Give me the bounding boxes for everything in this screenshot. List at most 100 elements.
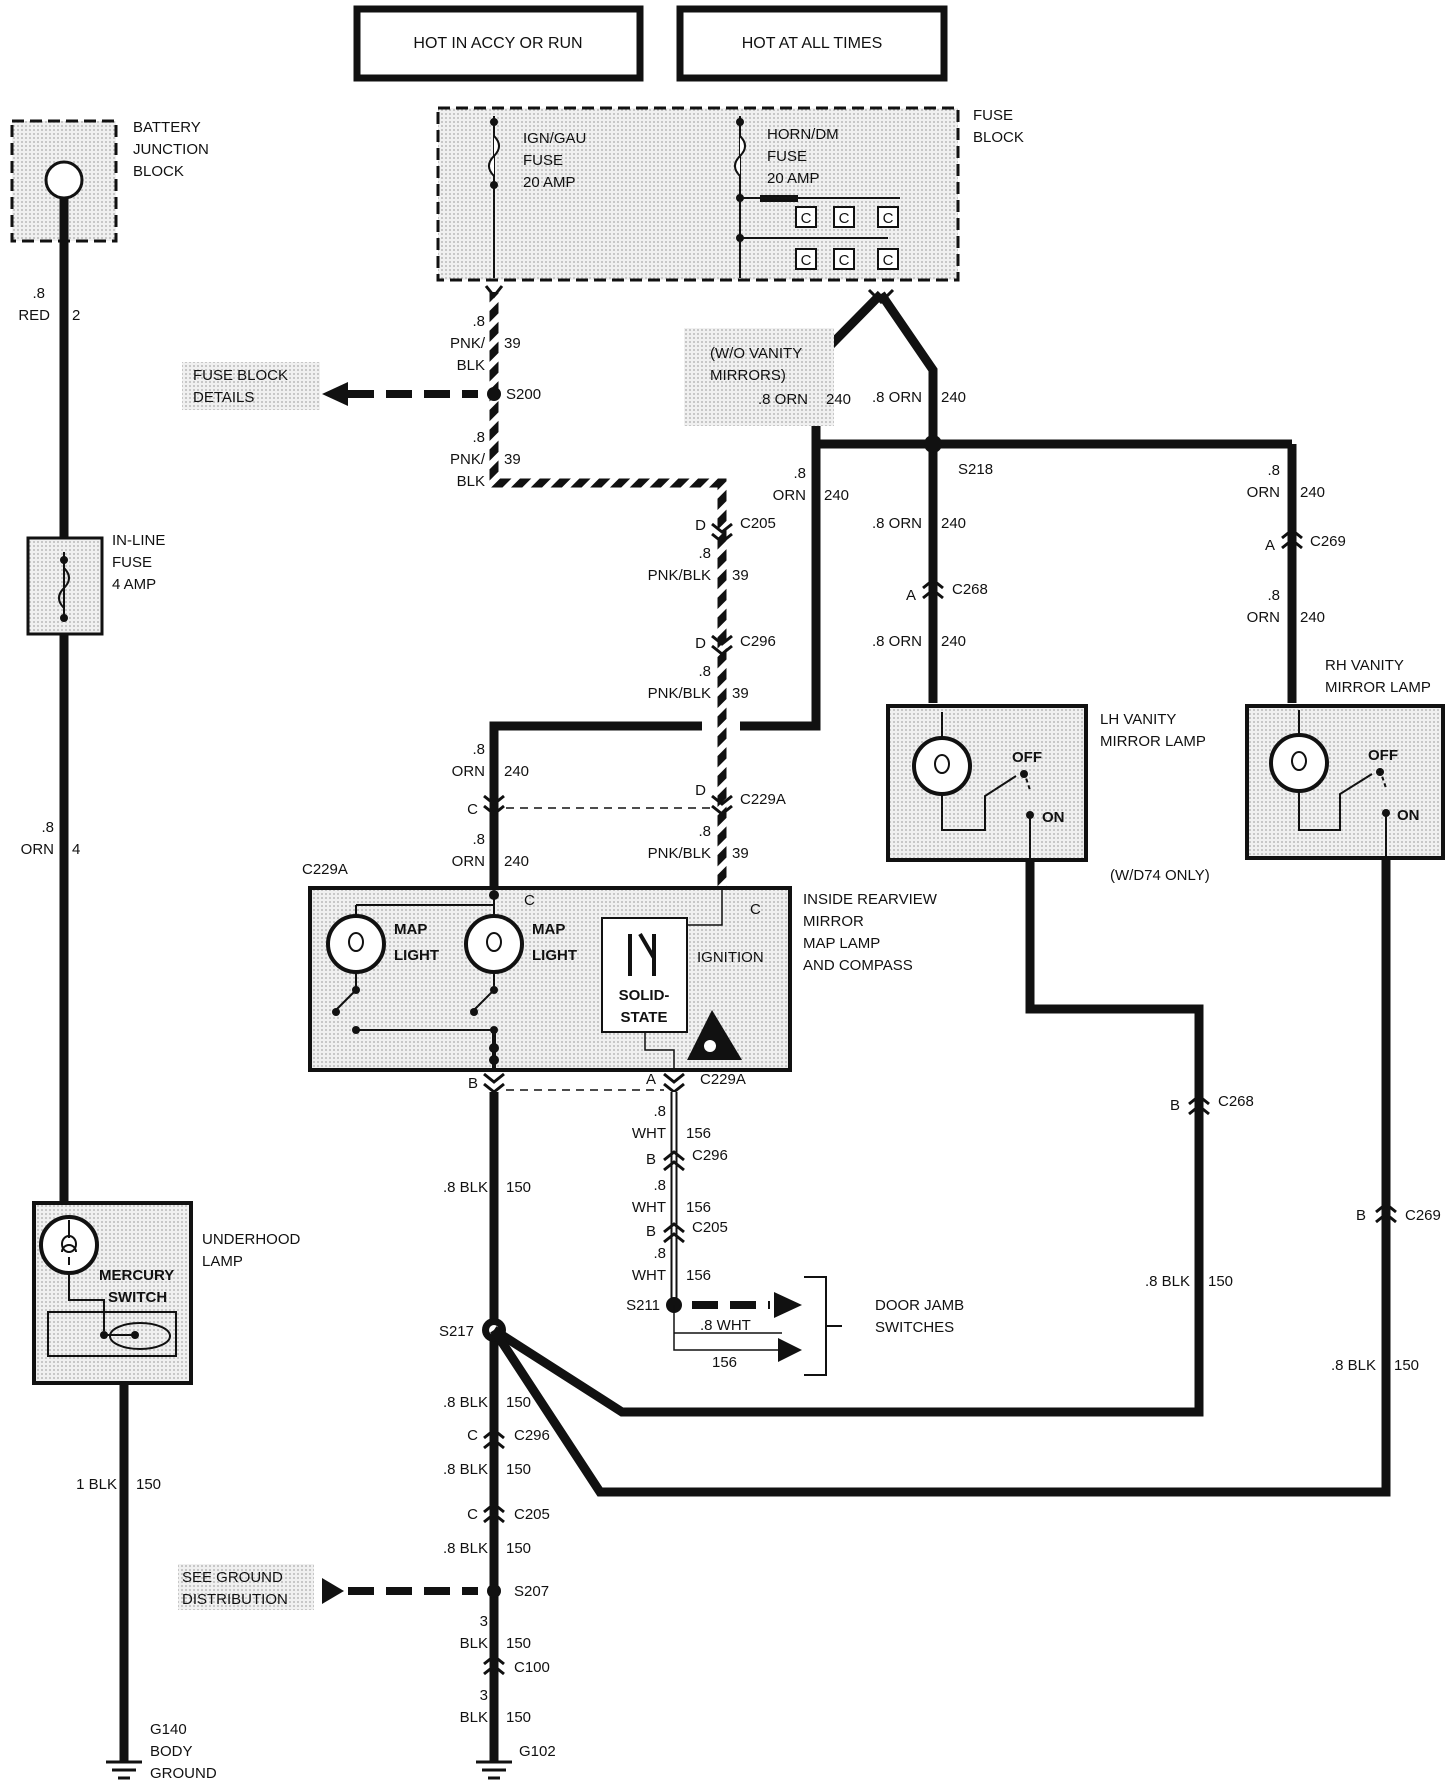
svg-text:.8: .8 <box>653 1103 666 1120</box>
svg-text:3: 3 <box>480 1613 488 1630</box>
svg-text:A: A <box>1265 537 1275 554</box>
svg-text:D: D <box>695 635 706 652</box>
svg-text:20 AMP: 20 AMP <box>523 174 576 191</box>
lh-vanity-mirror-lamp: OFF ON LH VANITY MIRROR LAMP <box>886 704 1206 862</box>
svg-text:ORN: ORN <box>452 763 485 780</box>
svg-text:SEE GROUND: SEE GROUND <box>182 1569 283 1586</box>
svg-text:WHT: WHT <box>632 1199 666 1216</box>
conn-c296-pnk: D C296 <box>695 633 776 656</box>
svg-text:SWITCHES: SWITCHES <box>875 1319 954 1336</box>
svg-text:C229A: C229A <box>700 1071 746 1088</box>
header-hot-all-times: HOT AT ALL TIMES <box>676 5 948 82</box>
svg-text:B: B <box>1170 1097 1180 1114</box>
svg-text:S218: S218 <box>958 461 993 478</box>
svg-text:S211: S211 <box>626 1297 660 1314</box>
svg-text:PNK/BLK: PNK/BLK <box>648 567 711 584</box>
fuse-block-details-callout: FUSE BLOCK DETAILS <box>182 362 478 410</box>
svg-text:39: 39 <box>732 567 749 584</box>
svg-text:.8: .8 <box>472 741 485 758</box>
svg-text:150: 150 <box>506 1540 531 1557</box>
svg-text:G102: G102 <box>519 1743 556 1760</box>
svg-text:.8 ORN: .8 ORN <box>758 391 808 408</box>
svg-text:C296: C296 <box>692 1147 728 1164</box>
svg-text:FUSE BLOCK: FUSE BLOCK <box>193 367 288 384</box>
svg-text:STATE: STATE <box>621 1009 668 1026</box>
svg-text:4 AMP: 4 AMP <box>112 576 156 593</box>
svg-text:240: 240 <box>504 763 529 780</box>
svg-text:D: D <box>695 782 706 799</box>
svg-text:OFF: OFF <box>1368 747 1398 764</box>
svg-text:240: 240 <box>1300 609 1325 626</box>
svg-text:MIRRORS): MIRRORS) <box>710 367 786 384</box>
svg-text:BLK: BLK <box>457 357 485 374</box>
svg-text:.8: .8 <box>698 823 711 840</box>
svg-text:C: C <box>524 892 535 909</box>
svg-text:240: 240 <box>504 853 529 870</box>
svg-text:3: 3 <box>480 1687 488 1704</box>
svg-text:240: 240 <box>941 515 966 532</box>
svg-text:C269: C269 <box>1405 1207 1441 1224</box>
svg-text:.8 BLK: .8 BLK <box>443 1179 488 1196</box>
svg-text:IGNITION: IGNITION <box>697 949 764 966</box>
svg-text:.8: .8 <box>698 545 711 562</box>
svg-text:150: 150 <box>506 1709 531 1726</box>
svg-text:20 AMP: 20 AMP <box>767 170 820 187</box>
svg-text:IN-LINE: IN-LINE <box>112 532 165 549</box>
svg-text:MERCURY: MERCURY <box>99 1267 174 1284</box>
svg-text:.8: .8 <box>653 1177 666 1194</box>
svg-text:150: 150 <box>1394 1357 1419 1374</box>
ground-distribution-callout: SEE GROUND DISTRIBUTION <box>178 1564 478 1610</box>
svg-text:JUNCTION: JUNCTION <box>133 141 209 158</box>
svg-text:C: C <box>467 1427 478 1444</box>
svg-text:C229A: C229A <box>740 791 786 808</box>
svg-text:.8: .8 <box>32 285 45 302</box>
svg-text:C: C <box>801 210 812 227</box>
conn-c205-blk: C C205 <box>467 1502 550 1524</box>
battery-junction-block: BATTERY JUNCTION BLOCK <box>10 119 209 243</box>
wire-wht-156: .8 WHT 156 .8 WHT 156 .8 WHT 156 <box>632 1092 711 1305</box>
svg-text:2: 2 <box>72 307 80 324</box>
svg-text:C: C <box>467 801 478 818</box>
svg-text:39: 39 <box>732 685 749 702</box>
svg-text:1 BLK: 1 BLK <box>76 1476 117 1493</box>
svg-text:B: B <box>1356 1207 1366 1224</box>
svg-text:C: C <box>883 210 894 227</box>
svg-text:C: C <box>750 901 761 918</box>
svg-text:150: 150 <box>506 1394 531 1411</box>
splice-s200: S200 <box>487 386 541 403</box>
svg-text:.8: .8 <box>472 313 485 330</box>
svg-text:BLK: BLK <box>460 1709 488 1726</box>
header-hot-accy-run: HOT IN ACCY OR RUN <box>353 5 644 82</box>
svg-text:C296: C296 <box>740 633 776 650</box>
underhood-lamp: MERCURY SWITCH UNDERHOOD LAMP <box>32 1201 301 1385</box>
svg-text:MAP: MAP <box>532 921 565 938</box>
conn-c268-b: B C268 <box>1170 1093 1254 1116</box>
svg-text:B: B <box>646 1223 656 1240</box>
svg-text:240: 240 <box>1300 484 1325 501</box>
conn-c229a-bottom: B A C229A <box>468 1071 746 1094</box>
svg-text:DETAILS: DETAILS <box>193 389 254 406</box>
svg-text:C: C <box>839 252 850 269</box>
svg-text:PNK/BLK: PNK/BLK <box>648 845 711 862</box>
svg-text:.8: .8 <box>472 831 485 848</box>
splice-s207: S207 <box>487 1583 549 1600</box>
svg-text:150: 150 <box>506 1635 531 1652</box>
svg-text:MIRROR: MIRROR <box>803 913 864 930</box>
svg-text:WHT: WHT <box>632 1267 666 1284</box>
svg-text:A: A <box>906 587 916 604</box>
svg-text:C: C <box>883 252 894 269</box>
svg-text:156: 156 <box>712 1354 737 1371</box>
svg-text:ON: ON <box>1042 809 1065 826</box>
svg-text:150: 150 <box>506 1461 531 1478</box>
svg-text:BATTERY: BATTERY <box>133 119 201 136</box>
svg-text:MAP: MAP <box>394 921 427 938</box>
svg-text:FUSE: FUSE <box>523 152 563 169</box>
svg-text:BLOCK: BLOCK <box>133 163 184 180</box>
svg-text:D: D <box>695 517 706 534</box>
svg-text:RH VANITY: RH VANITY <box>1325 657 1404 674</box>
fuse-block: FUSE BLOCK IGN/GAU FUSE 20 AMP HORN/DM F… <box>436 106 1024 282</box>
splice-s218: S218 <box>924 435 993 478</box>
w-d74-only: (W/D74 ONLY) <box>1110 867 1210 884</box>
conn-c296-wht: B C296 <box>646 1147 728 1172</box>
wire-blk-150-lh: .8 BLK 150 <box>491 860 1233 1417</box>
